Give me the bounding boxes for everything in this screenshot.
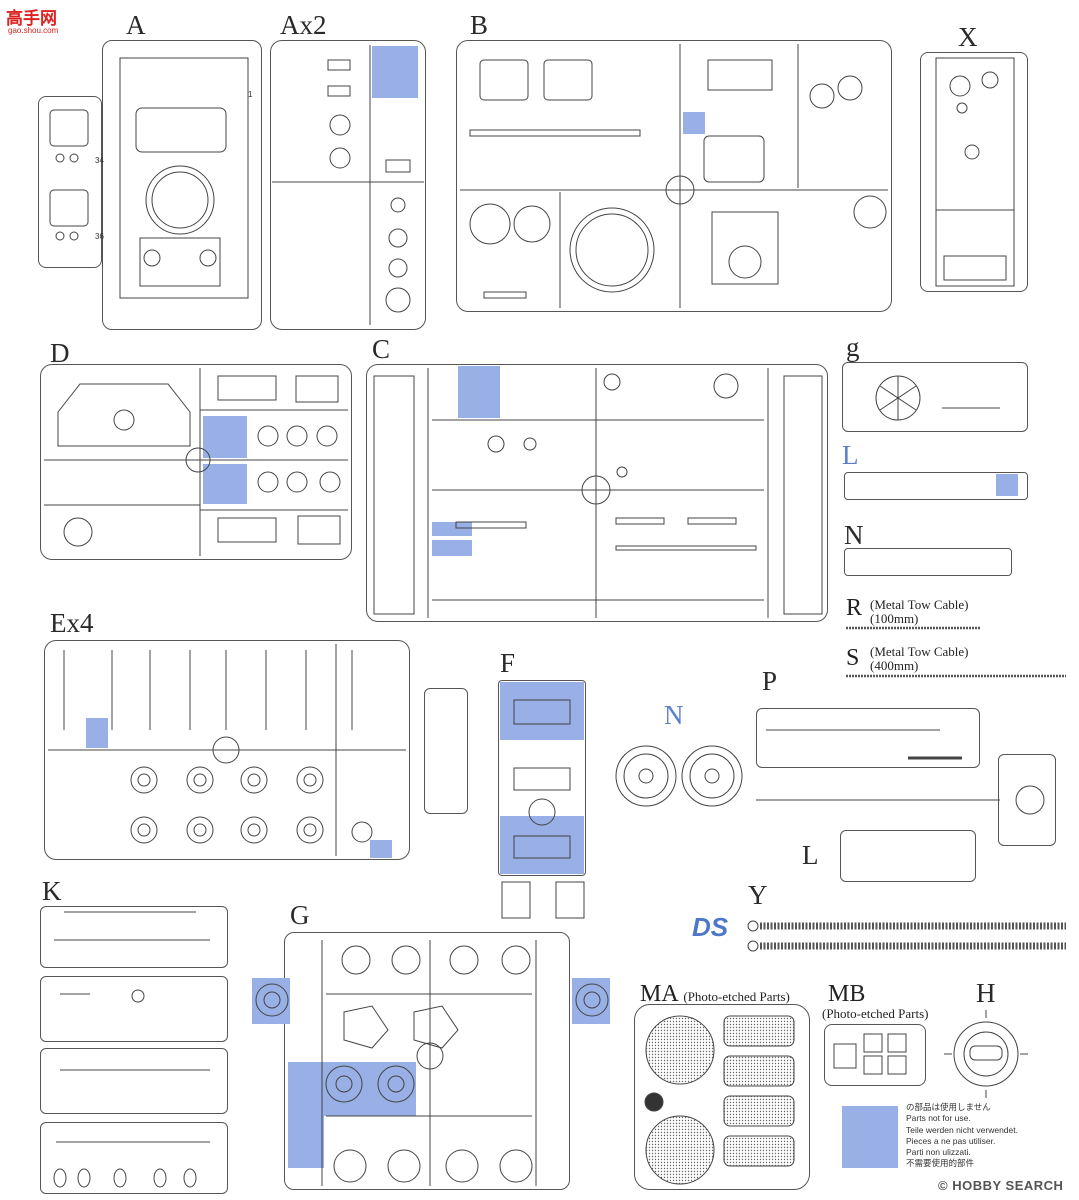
sprue-l-frame [840, 830, 976, 882]
ma-title: MA (Photo-etched Parts) [640, 982, 790, 1006]
unused-parts-highlight [996, 474, 1018, 496]
sprue-ex4-links [424, 688, 468, 814]
sprue-label-ex4: Ex4 [50, 608, 94, 638]
sprue-c-frame [366, 364, 828, 622]
unused-parts-highlight [372, 46, 418, 98]
sprue-label-x: X [958, 22, 978, 52]
site-logo-url: gao.shou.com [8, 26, 59, 35]
unused-parts-highlight [370, 840, 392, 858]
legend-swatch [842, 1106, 898, 1168]
sprue-label-s: S [846, 645, 860, 671]
tow-cable-r-label: R [846, 596, 862, 620]
ds-track-logo: DS [692, 912, 729, 942]
copyright-icon: © [938, 1178, 949, 1193]
hobbysearch-watermark: © HOBBY SEARCH [938, 1178, 1063, 1193]
legend-english: Parts not for use. [906, 1113, 971, 1124]
unused-parts-highlight [86, 718, 108, 748]
part-number: 1 [248, 90, 253, 99]
unused-parts-highlight [432, 522, 472, 536]
sprue-label-f: F [500, 648, 516, 678]
sprue-k-frame-2 [40, 976, 228, 1042]
sprue-label-n-blue: N [664, 700, 684, 730]
sprue-label-p: P [762, 666, 778, 696]
sprue-g-frame [842, 362, 1028, 432]
tow-cable-s-desc: (Metal Tow Cable) [870, 644, 969, 659]
hobbysearch-text: HOBBY SEARCH [952, 1178, 1064, 1193]
tow-cable-r-length: (100mm) [870, 611, 919, 626]
sprue-label-b: B [470, 10, 489, 40]
sprue-a-frame [38, 96, 102, 268]
legend-italian: Parti non ulizzati. [906, 1147, 971, 1158]
unused-parts-highlight [203, 416, 247, 458]
sprue-label-g: g [846, 332, 860, 362]
legend-notes: の部品は使用しません Parts not for use. Teile werd… [906, 1102, 1018, 1170]
sprue-label-mb: MB [828, 981, 866, 1007]
unused-parts-highlight [288, 1062, 324, 1168]
legend-chinese: 不需要使用的部件 [906, 1158, 975, 1169]
sprue-label-l: L [802, 840, 819, 870]
sprue-label-y: Y [748, 880, 768, 910]
sprue-label-a: A [126, 10, 146, 40]
unused-parts-highlight [458, 366, 500, 418]
mb-title: MB [828, 982, 865, 1006]
sprue-label-r: R [846, 595, 863, 621]
sprue-label-ax2: Ax2 [280, 10, 327, 40]
sprue-label-ma: MA [640, 981, 678, 1007]
sprue-x-frame [920, 52, 1028, 292]
site-logo-text: 高手网 [6, 9, 57, 29]
sprue-label-d: D [50, 338, 70, 368]
sprue-label-g-upper: G [290, 900, 310, 930]
sprue-p-side [998, 754, 1056, 846]
sprue-label-c: C [372, 334, 391, 364]
sprue-label-k: K [42, 876, 62, 906]
part-number: 34 [95, 156, 104, 165]
unused-parts-highlight [432, 540, 472, 556]
sprue-a-main [102, 40, 262, 330]
sprue-n-frame [844, 548, 1012, 576]
sprue-d-frame [40, 364, 352, 560]
sprue-b-frame [456, 40, 892, 312]
sprue-label-n-clear: N [844, 520, 864, 550]
tow-cable-s-length: (400mm) [870, 658, 919, 673]
legend-japanese: の部品は使用しません [906, 1102, 991, 1112]
legend-french: Pieces a ne pas utiliser. [906, 1135, 996, 1146]
sprue-k-frame-1 [40, 906, 228, 968]
tow-cable-r-desc: (Metal Tow Cable) [870, 597, 969, 612]
legend-german: Teile werden nicht verwendet. [906, 1124, 1018, 1135]
tow-cable-s-label: S [846, 646, 859, 670]
unused-parts-highlight [203, 464, 247, 504]
sprue-label-l-blue: L [842, 440, 859, 470]
ma-description: (Photo-etched Parts) [683, 989, 790, 1004]
mb-description: (Photo-etched Parts) [822, 1006, 929, 1021]
sprue-k-frame-4 [40, 1122, 228, 1194]
unused-parts-highlight [683, 112, 705, 134]
sprue-g-main-frame [284, 932, 570, 1190]
sprue-label-h: H [976, 978, 996, 1008]
part-number: 36 [95, 232, 104, 241]
sprue-k-frame-3 [40, 1048, 228, 1114]
